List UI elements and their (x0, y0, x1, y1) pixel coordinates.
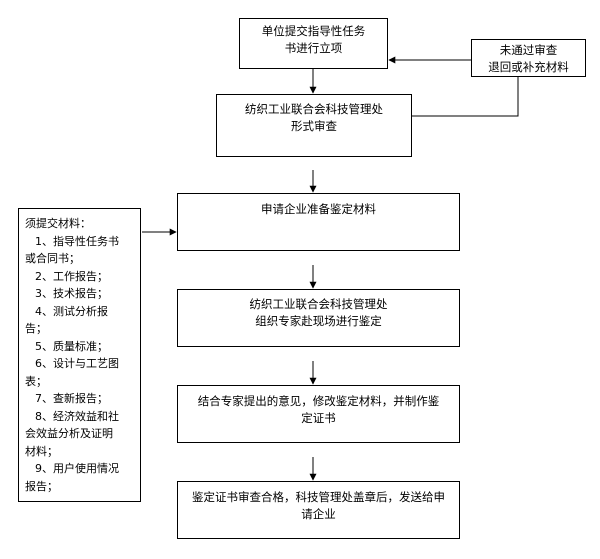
step2-line-2: 形式审查 (291, 119, 337, 133)
materials-line: 2、工作报告； (35, 269, 108, 283)
step1-line-1: 单位提交指导性任务 (261, 24, 366, 38)
materials-line: 会效益分析及证明 (25, 427, 113, 440)
step5-line-1: 结合专家提出的意见，修改鉴定材料，并制作鉴 (197, 394, 440, 408)
materials-line: 告； (25, 322, 47, 335)
step-formal-review-box: 纺织工业联合会科技管理处 形式审查 (216, 94, 412, 157)
step-prepare-materials-box: 申请企业准备鉴定材料 (177, 193, 460, 251)
materials-line: 3、技术报告； (35, 287, 108, 300)
rejection-note-line-1: 未通过审查 (499, 43, 558, 57)
rejection-note-line-2: 退回或补充材料 (488, 60, 569, 74)
step-certificate-issue-box: 鉴定证书审查合格，科技管理处盖章后，发送给申 请企业 (177, 481, 460, 539)
materials-line: 9、用户使用情况 (35, 462, 119, 475)
step2-line-1: 纺织工业联合会科技管理处 (245, 102, 383, 116)
feedback-connector-line (412, 77, 519, 117)
materials-line: 1、指导性任务书 (35, 234, 119, 248)
materials-line: 8、经济效益和社 (35, 409, 119, 423)
step3-line-1: 申请企业准备鉴定材料 (261, 202, 376, 216)
step6-line-1: 鉴定证书审查合格，科技管理处盖章后，发送给申 (192, 490, 445, 504)
materials-line: 7、查新报告； (35, 392, 108, 405)
materials-line: 报告； (25, 479, 58, 493)
materials-line: 4、测试分析报 (35, 304, 108, 318)
step1-line-2: 书进行立项 (284, 41, 343, 55)
materials-line: 5、质量标准； (35, 339, 108, 353)
step-expert-appraisal-box: 纺织工业联合会科技管理处 组织专家赴现场进行鉴定 (177, 289, 460, 347)
step4-line-1: 纺织工业联合会科技管理处 (249, 297, 388, 311)
materials-line: 材料； (25, 444, 58, 458)
required-materials-box: 须提交材料： 1、指导性任务书 或合同书； 2、工作报告； 3、技术报告； 4、… (18, 208, 141, 502)
step-project-initiation-box: 单位提交指导性任务 书进行立项 (239, 18, 388, 69)
materials-heading: 须提交材料： (25, 217, 91, 230)
materials-line: 表； (25, 374, 47, 388)
step5-line-2: 定证书 (301, 411, 336, 425)
materials-line: 6、设计与工艺图 (35, 357, 119, 370)
step6-line-2: 请企业 (301, 507, 336, 521)
step4-line-2: 组织专家赴现场进行鉴定 (255, 314, 382, 328)
step-revise-materials-box: 结合专家提出的意见，修改鉴定材料，并制作鉴 定证书 (177, 385, 460, 443)
rejection-note-box: 未通过审查 退回或补充材料 (471, 39, 586, 77)
materials-line: 或合同书； (25, 252, 80, 265)
